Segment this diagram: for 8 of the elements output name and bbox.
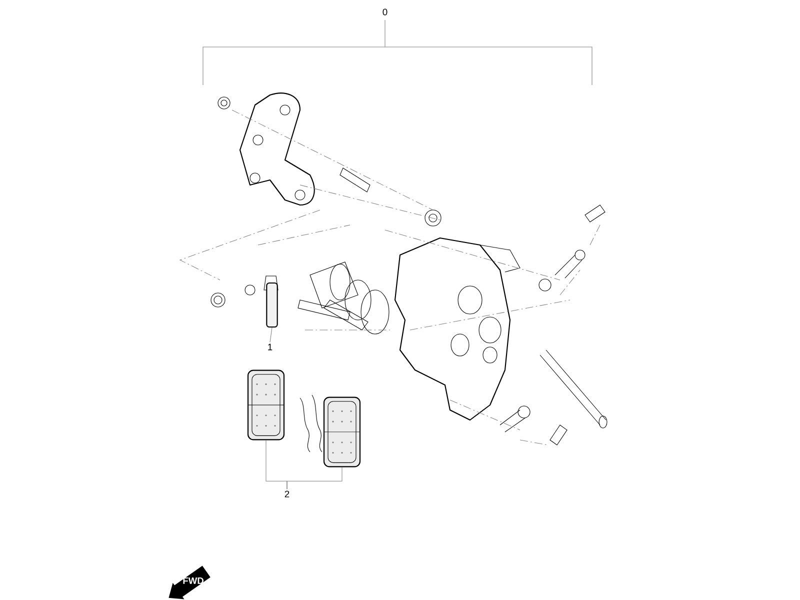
callout-number: 2 bbox=[284, 490, 290, 498]
leader-line bbox=[270, 327, 272, 342]
callout-number: 1 bbox=[268, 344, 272, 350]
callout-number: 0 bbox=[382, 8, 388, 16]
bolt bbox=[266, 282, 278, 328]
brake-pad-drawing bbox=[323, 396, 361, 468]
brake-pad-drawing bbox=[247, 370, 285, 440]
leader-line bbox=[286, 466, 342, 490]
